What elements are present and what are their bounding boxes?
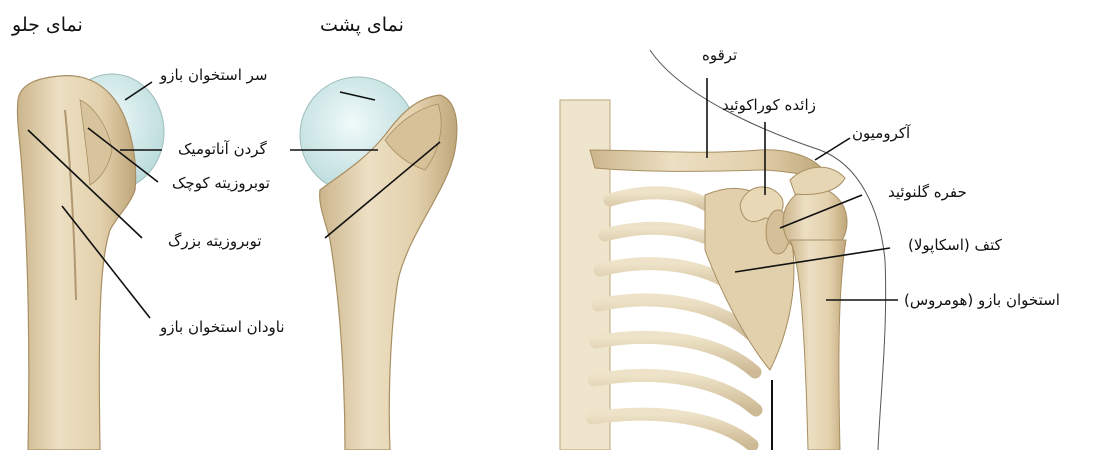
front-view-title: نمای جلو: [12, 14, 83, 36]
label-scapula: کتف (اسکاپولا): [908, 236, 1002, 254]
humerus-back-view: [300, 77, 457, 450]
label-bicipital-groove: ناودان استخوان بازو: [160, 318, 285, 336]
label-humeral-head: سر استخوان بازو: [160, 66, 268, 84]
humerus-front-bone: [17, 76, 135, 450]
label-glenoid-fossa: حفره گلنوئید: [888, 183, 967, 201]
label-anatomical-neck: گردن آناتومیک: [178, 140, 267, 158]
back-view-title: نمای پشت: [320, 14, 404, 36]
label-acromion: آکرومیون: [852, 124, 910, 142]
label-coracoid-process: زائده کوراکوئید: [722, 96, 816, 114]
label-humerus: استخوان بازو (هومروس): [904, 291, 1060, 309]
label-lesser-tubercle: توبروزیته کوچک: [172, 174, 270, 192]
leader-acromion: [815, 138, 850, 160]
humerus-shaft-shape: [790, 240, 846, 450]
label-greater-tubercle: توبروزیته بزرگ: [168, 232, 262, 250]
label-clavicle: ترقوه: [702, 46, 737, 64]
